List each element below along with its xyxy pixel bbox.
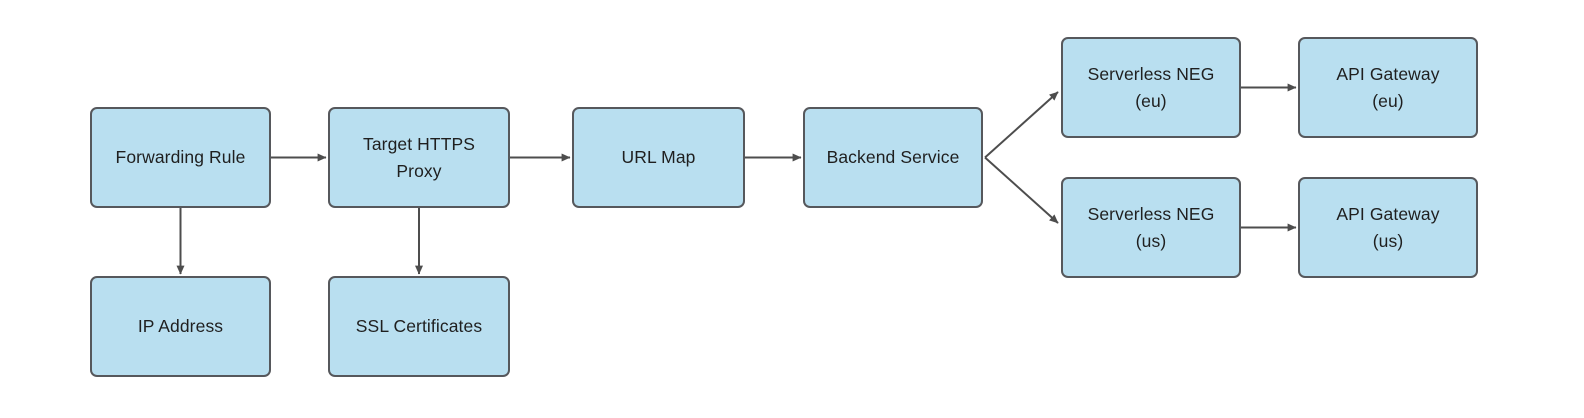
node-label-url-map: URL Map xyxy=(621,147,696,167)
node-backend-service[interactable]: Backend Service xyxy=(803,107,983,208)
node-api-gateway-us[interactable]: API Gateway (us) xyxy=(1298,177,1478,278)
node-label-target-https-proxy: Target HTTPS Proxy xyxy=(362,133,476,181)
node-label-ip-address: IP Address xyxy=(137,316,224,336)
node-ssl-certificates[interactable]: SSL Certificates xyxy=(328,276,510,377)
node-label-serverless-neg-eu: Serverless NEG (eu) xyxy=(1087,63,1215,111)
node-url-map[interactable]: URL Map xyxy=(572,107,745,208)
edge-backend-service-to-serverless-neg-eu xyxy=(984,91,1059,159)
node-serverless-neg-us[interactable]: Serverless NEG (us) xyxy=(1061,177,1241,278)
node-ip-address[interactable]: IP Address xyxy=(90,276,271,377)
node-serverless-neg-eu[interactable]: Serverless NEG (eu) xyxy=(1061,37,1241,138)
node-label-api-gateway-eu: API Gateway (eu) xyxy=(1336,63,1440,111)
node-target-https-proxy[interactable]: Target HTTPS Proxy xyxy=(328,107,510,208)
node-label-ssl-certificates: SSL Certificates xyxy=(355,316,483,336)
node-api-gateway-eu[interactable]: API Gateway (eu) xyxy=(1298,37,1478,138)
node-label-backend-service: Backend Service xyxy=(826,147,960,167)
node-label-forwarding-rule: Forwarding Rule xyxy=(115,147,246,167)
node-label-serverless-neg-us: Serverless NEG (us) xyxy=(1087,203,1215,251)
node-forwarding-rule[interactable]: Forwarding Rule xyxy=(90,107,271,208)
node-label-api-gateway-us: API Gateway (us) xyxy=(1336,203,1440,251)
edge-backend-service-to-serverless-neg-us xyxy=(984,156,1059,224)
